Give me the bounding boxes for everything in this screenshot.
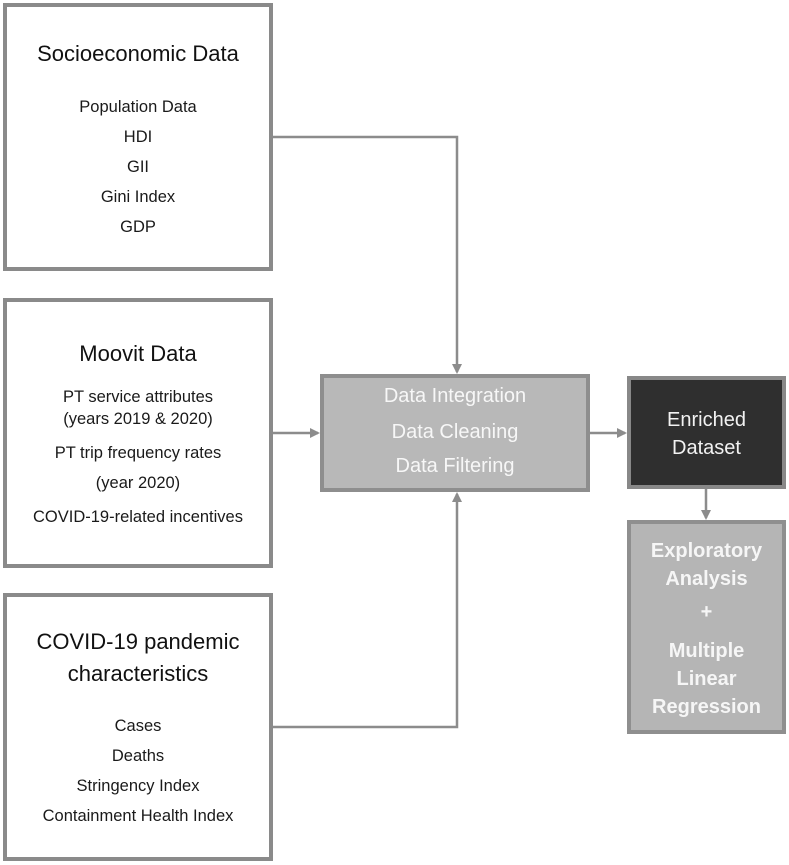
step-data-cleaning: Data Cleaning	[391, 421, 519, 443]
analysis-line-exploratory: Exploratory	[650, 540, 763, 562]
covid-item-stringency: Stringency Index	[76, 777, 200, 795]
moovit-item-trip-year: (year 2020)	[95, 474, 181, 492]
enriched-label-line2: Dataset	[672, 437, 741, 459]
covid-item-deaths: Deaths	[111, 747, 165, 765]
covid-item-containment: Containment Health Index	[42, 807, 234, 825]
moovit-item-service-attributes: PT service attributes	[62, 388, 214, 406]
analysis-box: Exploratory Analysis + Multiple Linear R…	[627, 520, 786, 734]
covid-title-line1: COVID-19 pandemic	[36, 629, 240, 654]
socioeconomic-item-gdp: GDP	[120, 218, 156, 236]
analysis-line-linear: Linear	[676, 668, 737, 690]
data-processing-box: Data Integration Data Cleaning Data Filt…	[320, 374, 590, 492]
step-data-integration: Data Integration	[383, 385, 527, 407]
analysis-line-analysis: Analysis	[665, 568, 748, 590]
moovit-data-box: Moovit Data PT service attributes (years…	[3, 298, 273, 568]
arrow-socioeconomic-to-process	[273, 135, 462, 374]
analysis-line-multiple: Multiple	[668, 640, 745, 662]
step-data-filtering: Data Filtering	[395, 455, 515, 477]
arrow-covid-to-process	[273, 492, 462, 729]
socioeconomic-item-population: Population Data	[79, 98, 197, 116]
moovit-title: Moovit Data	[79, 341, 197, 366]
enriched-dataset-box: Enriched Dataset	[627, 376, 786, 489]
covid-characteristics-box: COVID-19 pandemic characteristics Cases …	[3, 593, 273, 861]
analysis-line-plus: +	[700, 601, 713, 623]
moovit-item-covid-incentives: COVID-19-related incentives	[32, 508, 243, 526]
socioeconomic-title: Socioeconomic Data	[37, 41, 239, 66]
enriched-label-line1: Enriched	[667, 409, 746, 431]
socioeconomic-data-box: Socioeconomic Data Population Data HDI G…	[3, 3, 273, 271]
socioeconomic-item-gini: Gini Index	[100, 188, 176, 206]
covid-title-line2: characteristics	[67, 661, 209, 686]
socioeconomic-item-gii: GII	[126, 158, 149, 176]
analysis-line-regression: Regression	[652, 696, 761, 718]
moovit-item-trip-frequency: PT trip frequency rates	[54, 444, 222, 462]
socioeconomic-item-hdi: HDI	[123, 128, 153, 146]
covid-item-cases: Cases	[114, 717, 162, 735]
moovit-item-service-years: (years 2019 & 2020)	[63, 410, 213, 428]
